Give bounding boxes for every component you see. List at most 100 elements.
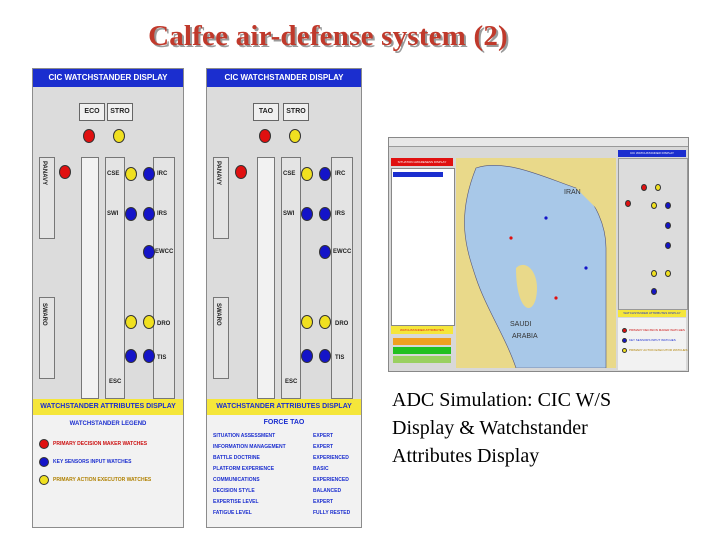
center-column (81, 157, 99, 399)
blue-circle-icon[interactable] (143, 245, 155, 259)
yellow-circle-icon[interactable] (655, 184, 661, 191)
red-circle-icon[interactable] (83, 129, 95, 143)
watch-label: IRS (335, 211, 346, 217)
mid-column (105, 157, 125, 399)
attribute-row: BATTLE DOCTRINE EXPERIENCED (213, 455, 355, 465)
caption-line: Display & Watchstander (392, 417, 588, 439)
attribute-name: BATTLE DOCTRINE (213, 455, 260, 461)
yellow-circle-icon[interactable] (289, 129, 301, 143)
yellow-circle-icon[interactable] (651, 202, 657, 209)
blue-circle-icon[interactable] (301, 207, 313, 221)
blue-circle-icon[interactable] (665, 242, 671, 249)
sim-right-body (618, 158, 688, 310)
slide-title: Calfee air-defense system (2) (148, 20, 508, 52)
attribute-row: EXPERTISE LEVEL EXPERT (213, 499, 355, 509)
mid-column (281, 157, 301, 399)
side-label: SWARO (41, 303, 47, 326)
red-circle-icon[interactable] (235, 165, 247, 179)
station-box[interactable]: ECO (79, 103, 105, 121)
attribute-name: EXPERTISE LEVEL (213, 499, 259, 505)
blue-circle-icon[interactable] (319, 245, 331, 259)
panel-body: ECO STRO PANAVY CSE IRC SWI IRS EWCC SWA… (33, 87, 183, 407)
blue-circle-icon[interactable] (143, 167, 155, 181)
legend-row: KEY SENSORS INPUT WATCHES (39, 457, 179, 469)
legend-row: PRIMARY DECISION MAKER WATCHES (39, 439, 179, 451)
yellow-circle-icon[interactable] (665, 270, 671, 277)
legend-box: WATCHSTANDER LEGEND PRIMARY DECISION MAK… (33, 415, 183, 527)
station-box[interactable]: STRO (107, 103, 133, 121)
map-label-saudi: SAUDI (510, 321, 531, 328)
side-label: PANAVY (215, 161, 221, 186)
blue-circle-icon[interactable] (319, 349, 331, 363)
blue-circle-icon[interactable] (319, 167, 331, 181)
attribute-name: FATIGUE LEVEL (213, 510, 252, 516)
yellow-circle-icon[interactable] (125, 167, 137, 181)
blue-circle-icon[interactable] (301, 349, 313, 363)
blue-circle-icon[interactable] (665, 202, 671, 209)
blue-circle-icon[interactable] (125, 207, 137, 221)
sim-track-list[interactable] (391, 168, 455, 326)
blue-circle-icon[interactable] (665, 222, 671, 229)
blue-circle-icon[interactable] (651, 288, 657, 295)
sim-right-header: CIC WATCHSTANDER DISPLAY (618, 150, 686, 157)
legend-title: WATCHSTANDER LEGEND (69, 421, 147, 427)
yellow-circle-icon[interactable] (319, 315, 331, 329)
blue-circle-icon[interactable] (143, 349, 155, 363)
station-box[interactable]: TAO (253, 103, 279, 121)
caption-line: ADC Simulation: CIC W/S (392, 389, 612, 411)
watch-label: EWCC (333, 249, 352, 255)
attribute-value[interactable]: EXPERT (313, 444, 334, 450)
station-box[interactable]: STRO (283, 103, 309, 121)
red-circle-icon[interactable] (641, 184, 647, 191)
red-circle-icon[interactable] (259, 129, 271, 143)
attribute-value[interactable]: EXPERIENCED (313, 455, 349, 461)
panel-header: CIC WATCHSTANDER DISPLAY (33, 69, 183, 87)
blue-circle-icon (622, 338, 627, 343)
red-circle-icon[interactable] (59, 165, 71, 179)
attribute-value[interactable]: EXPERT (313, 499, 334, 505)
watch-label: IRS (157, 211, 168, 217)
yellow-circle-icon[interactable] (301, 315, 313, 329)
map-label-iran: IRAN (564, 189, 581, 196)
attribute-value[interactable]: EXPERT (313, 433, 334, 439)
yellow-circle-icon[interactable] (651, 270, 657, 277)
blue-circle-icon[interactable] (319, 207, 331, 221)
attribute-row: COMMUNICATIONS EXPERIENCED (213, 477, 355, 487)
red-circle-icon (622, 328, 627, 333)
attribute-row: DECISION STYLE BALANCED (213, 488, 355, 498)
sim-right-bottom-header: WATCHSTANDER ATTRIBUTES DISPLAY (618, 310, 686, 317)
side-label: SWARO (215, 303, 221, 326)
sim-status-bar (393, 356, 451, 363)
yellow-circle-icon (622, 348, 627, 353)
yellow-circle-icon[interactable] (113, 129, 125, 143)
sim-titlebar (389, 138, 688, 147)
red-circle-icon[interactable] (625, 200, 631, 207)
attribute-name: INFORMATION MANAGEMENT (213, 444, 286, 450)
yellow-circle-icon (39, 475, 49, 485)
right-column (331, 157, 353, 399)
force-title: FORCE TAO (263, 419, 305, 426)
watch-label: CSE (107, 171, 120, 177)
attribute-value[interactable]: EXPERIENCED (313, 477, 349, 483)
attributes-header: WATCHSTANDER ATTRIBUTES DISPLAY (207, 399, 361, 415)
side-label: PANAVY (41, 161, 47, 186)
yellow-circle-icon[interactable] (125, 315, 137, 329)
blue-circle-icon[interactable] (143, 207, 155, 221)
watchstander-display-right: CIC WATCHSTANDER DISPLAY TAO STRO PANAVY… (206, 68, 362, 528)
gulf-map[interactable]: IRAN SAUDI ARABIA (456, 158, 616, 368)
attribute-value[interactable]: FULLY RESTED (313, 510, 351, 516)
watch-label: CSE (283, 171, 296, 177)
attribute-row: INFORMATION MANAGEMENT EXPERT (213, 444, 355, 454)
legend-row: PRIMARY ACTION EXECUTOR WATCHES (39, 475, 179, 487)
attribute-name: COMMUNICATIONS (213, 477, 260, 483)
yellow-circle-icon[interactable] (143, 315, 155, 329)
attribute-value[interactable]: BASIC (313, 466, 329, 472)
yellow-circle-icon[interactable] (301, 167, 313, 181)
attribute-name: PLATFORM EXPERIENCE (213, 466, 275, 472)
attribute-value[interactable]: BALANCED (313, 488, 342, 494)
blue-circle-icon[interactable] (125, 349, 137, 363)
watch-label: ESC (109, 379, 122, 385)
attribute-name: DECISION STYLE (213, 488, 255, 494)
sim-left-header: SITUATION AWARENESS DISPLAY (391, 158, 453, 166)
